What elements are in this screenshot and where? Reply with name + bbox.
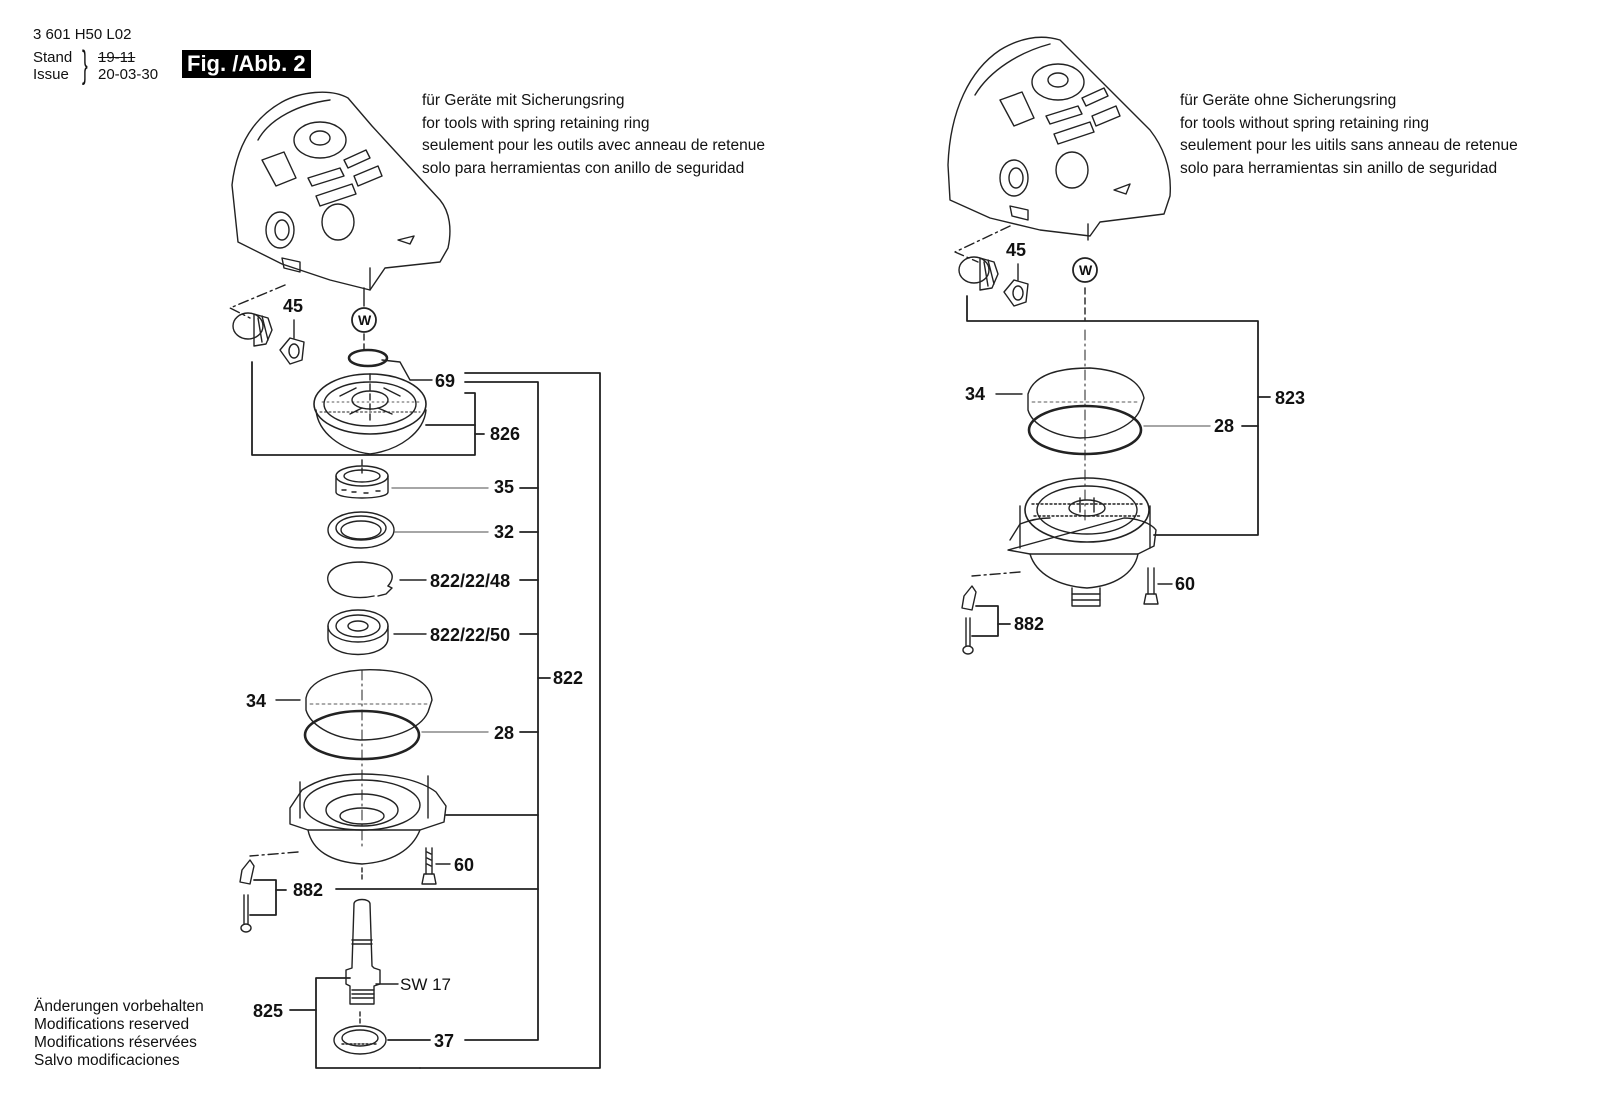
right-note-line: solo para herramientas sin anillo de seg…: [1180, 159, 1498, 177]
left-note-line: für Geräte mit Sicherungsring: [422, 92, 625, 109]
part-label-822-22-50: 822/22/50: [430, 625, 511, 645]
right-823-bracket: [966, 295, 1259, 536]
left-screw-60: [421, 847, 437, 885]
left-grease-marker: W: [358, 312, 372, 328]
right-pinion-axis-line: [954, 225, 1011, 263]
footer-line: Änderungen vorbehalten: [34, 998, 204, 1015]
part-label-825: 825: [253, 1001, 284, 1021]
footer-line: Salvo modificaciones: [34, 1052, 180, 1069]
right-o-ring-28: [1027, 404, 1143, 456]
part-number: 3 601 H50 L02: [33, 26, 132, 43]
stand-value-struck: 19-11: [98, 49, 136, 66]
right-grease-marker-circle: [1072, 257, 1098, 283]
left-grease-marker-circle: [351, 307, 377, 333]
right-note: für Geräte ohne Sicherungsring for tools…: [1180, 90, 1518, 180]
left-bearing-race-32: [327, 511, 395, 549]
left-clip-882: [239, 851, 299, 933]
right-retainer-34: [1027, 367, 1145, 439]
left-ball-bearing: [327, 609, 389, 656]
right-part-label-34: 34: [965, 384, 986, 404]
right-note-line: seulement pour les uitils sans anneau de…: [1180, 137, 1518, 154]
part-label-37: 37: [434, 1031, 455, 1051]
right-gear-housing: [947, 36, 1172, 241]
left-825-bracket: [315, 977, 421, 1069]
part-label-882: 882: [293, 880, 324, 900]
right-grease-marker: W: [1079, 262, 1093, 278]
left-snap-ring: [327, 561, 393, 599]
stand-label: Stand: [33, 49, 73, 66]
left-822-bracket: [464, 381, 539, 1041]
part-label-822-22-48: 822/22/48: [430, 571, 511, 591]
modifications-notice: Änderungen vorbehalten Modifications res…: [34, 998, 204, 1070]
part-label-35: 35: [494, 477, 515, 497]
part-label-822: 822: [553, 668, 584, 688]
wrench-size-sw17: SW 17: [400, 975, 452, 994]
right-part-label-60: 60: [1175, 574, 1196, 594]
part-label-28: 28: [494, 723, 515, 743]
brace-symbol: }: [82, 44, 88, 86]
figure-badge: Fig. /Abb. 2: [182, 50, 311, 78]
footer-line: Modifications reserved: [34, 1016, 190, 1033]
right-screw-60: [1143, 567, 1159, 605]
right-flange-gear-assembly: [1007, 477, 1157, 607]
right-pinion-gear: [958, 256, 999, 291]
left-needle-cage-35: [335, 459, 389, 499]
right-nut-45: [1003, 263, 1029, 307]
left-note-line: solo para herramientas con anillo de seg…: [422, 159, 745, 177]
right-note-line: für Geräte ohne Sicherungsring: [1180, 92, 1397, 109]
right-part-label-882: 882: [1014, 614, 1045, 634]
left-note-line: seulement pour les outils avec anneau de…: [422, 137, 765, 154]
part-label-69: 69: [435, 371, 456, 391]
part-label-34: 34: [246, 691, 267, 711]
part-label-826: 826: [490, 424, 521, 444]
left-flange-nut-37: [333, 1011, 387, 1055]
left-nut-45: [279, 319, 305, 365]
left-circlip-69: [347, 348, 433, 381]
right-part-label-823: 823: [1275, 388, 1306, 408]
right-clip-882: [961, 571, 1021, 655]
left-gear-housing: [231, 91, 451, 291]
part-label-32: 32: [494, 522, 515, 542]
left-retainer-34: [275, 669, 433, 741]
left-spindle: [345, 867, 381, 1005]
left-note-line: for tools with spring retaining ring: [422, 114, 650, 132]
left-826-bracket: [251, 361, 476, 456]
right-note-line: for tools without spring retaining ring: [1180, 114, 1429, 132]
part-label-45: 45: [283, 296, 304, 316]
footer-line: Modifications réservées: [34, 1034, 197, 1051]
issue-label: Issue: [33, 66, 69, 83]
left-outer-bracket: [419, 372, 601, 1069]
issue-value: 20-03-30: [98, 66, 159, 83]
left-pinion-gear: [232, 312, 273, 347]
left-bevel-gear: [313, 373, 427, 455]
right-part-label-28: 28: [1214, 416, 1235, 436]
left-pinion-axis-line: [229, 284, 286, 319]
left-bearing-flange: [289, 773, 447, 865]
left-note: für Geräte mit Sicherungsring for tools …: [422, 90, 765, 180]
part-label-60: 60: [454, 855, 475, 875]
right-part-label-45: 45: [1006, 240, 1027, 260]
